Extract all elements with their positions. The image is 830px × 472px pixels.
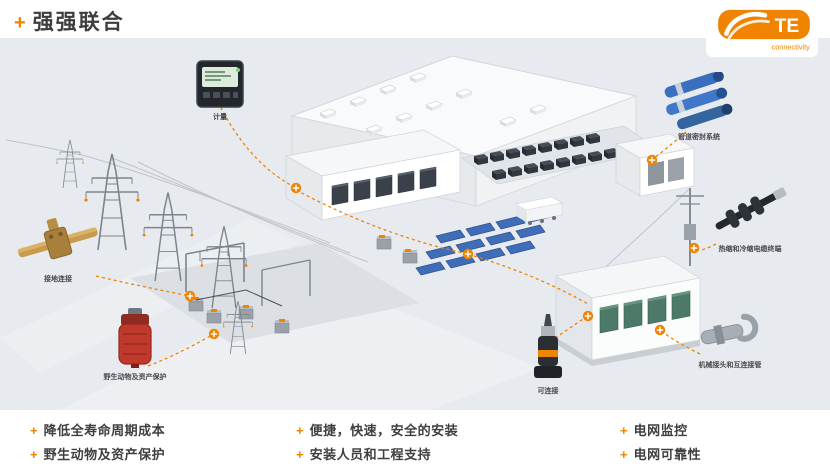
te-logo-brand: TE bbox=[775, 16, 800, 37]
callout-wildlife-protection: 野生动物及资产保护 bbox=[95, 306, 175, 382]
connectable-tool-image bbox=[534, 314, 562, 378]
title-plus-icon: + bbox=[14, 11, 26, 34]
building-hut bbox=[614, 133, 696, 197]
callout-mechanical-connectors: 机械接头和互连接管 bbox=[684, 308, 776, 370]
transformers bbox=[376, 235, 418, 264]
container-truck bbox=[515, 196, 563, 225]
callout-label: 野生动物及资产保护 bbox=[103, 374, 167, 381]
callout-duct-seal: 管道密封系统 bbox=[660, 72, 738, 142]
benefit-label: 电网监控 bbox=[633, 423, 688, 438]
callout-label: 热缩和冷缩电缆终端 bbox=[718, 246, 782, 253]
utility-pole bbox=[676, 188, 704, 266]
benefit-item: + 电网可靠性 bbox=[620, 444, 701, 463]
wildlife-protection-image bbox=[118, 308, 152, 368]
callout-label: 管道密封系统 bbox=[678, 134, 720, 141]
benefit-label: 野生动物及资产保护 bbox=[43, 447, 166, 462]
te-logo-tagline: connectivity bbox=[772, 42, 811, 51]
te-logo-mark: TE connectivity bbox=[718, 9, 811, 51]
benefits-column-1: + 降低全寿命周期成本 + 野生动物及资产保护 bbox=[30, 420, 165, 463]
bullet-plus-icon: + bbox=[620, 447, 628, 462]
mechanical-connector-image bbox=[700, 313, 759, 345]
benefit-item: + 电网监控 bbox=[620, 420, 701, 439]
benefits-footer: + 降低全寿命周期成本 + 野生动物及资产保护 + 便捷，快速，安全的安装 + … bbox=[0, 412, 830, 472]
substation bbox=[185, 242, 311, 355]
benefit-label: 安装人员和工程支持 bbox=[309, 447, 432, 462]
grounding-connector-image bbox=[17, 218, 98, 260]
bullet-plus-icon: + bbox=[30, 447, 38, 462]
benefit-label: 降低全寿命周期成本 bbox=[43, 423, 166, 438]
bullet-plus-icon: + bbox=[296, 423, 304, 438]
building-green-switchgear bbox=[554, 255, 702, 366]
substation-pad bbox=[130, 243, 420, 343]
benefits-column-3: + 电网监控 + 电网可靠性 bbox=[620, 420, 701, 463]
te-logo: TE connectivity bbox=[706, 6, 818, 57]
callout-label: 计量 bbox=[213, 114, 227, 121]
meter-product-image bbox=[196, 60, 244, 108]
connection-lines bbox=[95, 101, 717, 367]
page-title: + 强强联合 bbox=[14, 12, 125, 33]
benefits-column-2: + 便捷，快速，安全的安装 + 安装人员和工程支持 bbox=[296, 420, 458, 463]
building-switchgear bbox=[284, 129, 462, 221]
callout-grounding: 接地连接 bbox=[10, 214, 106, 284]
cable-termination-image bbox=[715, 187, 787, 230]
callout-label: 机械接头和互连接管 bbox=[698, 362, 762, 369]
callout-cable-terminations: 热缩和冷缩电缆终端 bbox=[700, 178, 800, 254]
callout-label: 接地连接 bbox=[44, 276, 72, 283]
title-text: 强强联合 bbox=[32, 11, 125, 34]
benefit-label: 便捷，快速，安全的安装 bbox=[309, 423, 459, 438]
callout-label: 可连接 bbox=[537, 388, 559, 395]
bullet-plus-icon: + bbox=[30, 423, 38, 438]
callout-metering: 计量 bbox=[190, 58, 250, 122]
bullet-plus-icon: + bbox=[620, 423, 628, 438]
benefit-item: + 安装人员和工程支持 bbox=[296, 444, 458, 463]
benefit-label: 电网可靠性 bbox=[633, 447, 702, 462]
bullet-plus-icon: + bbox=[296, 447, 304, 462]
callout-connectable: 可连接 bbox=[520, 312, 576, 396]
benefit-item: + 野生动物及资产保护 bbox=[30, 444, 165, 463]
benefit-item: + 降低全寿命周期成本 bbox=[30, 420, 165, 439]
benefit-item: + 便捷，快速，安全的安装 bbox=[296, 420, 458, 439]
duct-seal-image bbox=[664, 72, 733, 130]
